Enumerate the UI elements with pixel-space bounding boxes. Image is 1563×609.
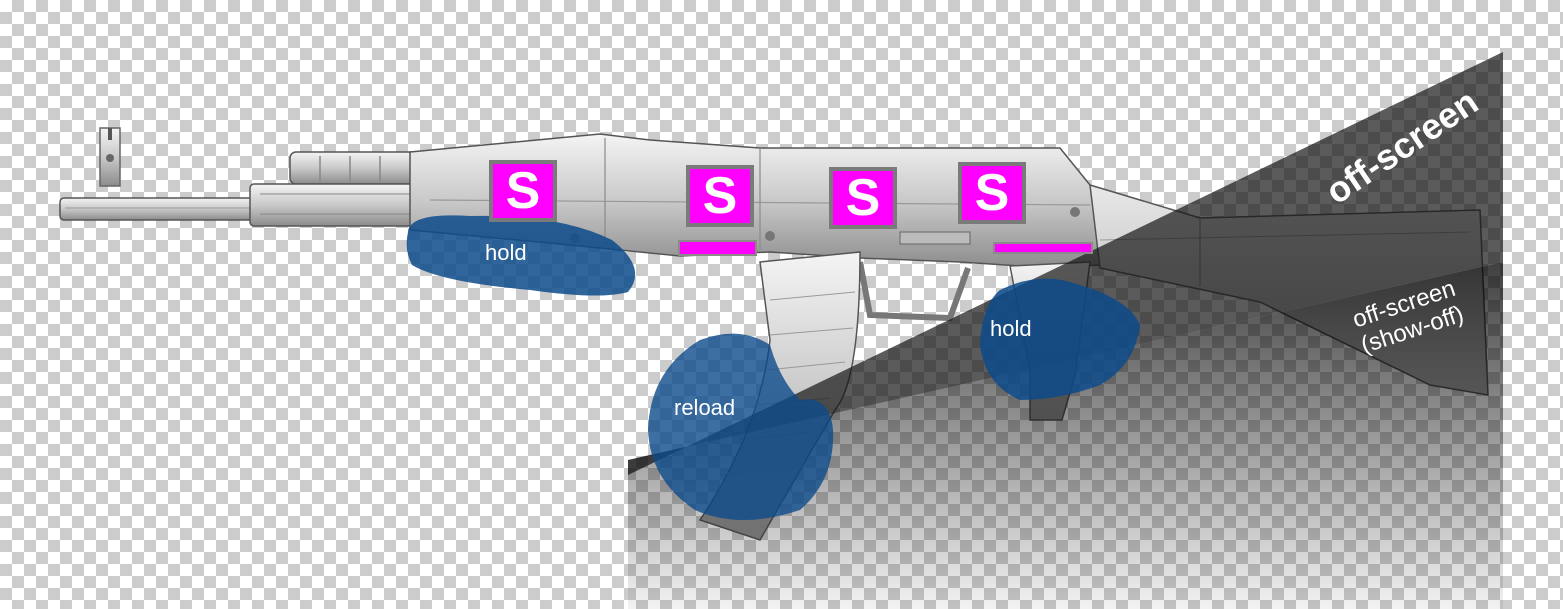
magazine-reload-zone[interactable] (648, 333, 834, 520)
front-sight (99, 127, 121, 187)
trigger-guard (857, 261, 971, 322)
showoff-region (628, 262, 1503, 609)
magazine-reload-label: reload (674, 395, 736, 420)
slot-marker-3[interactable]: S (829, 167, 897, 229)
handguard-hold-label: hold (485, 240, 527, 265)
slot-marker-1[interactable]: S (489, 160, 557, 222)
lower-handguard (249, 183, 421, 227)
sight-bar-left (678, 240, 757, 256)
offscreen-region (628, 52, 1503, 475)
slot-marker-4[interactable]: S (958, 162, 1026, 224)
sight-bar-right (993, 242, 1093, 254)
interaction-zones (406, 215, 1140, 520)
slot-marker-2[interactable]: S (686, 165, 754, 227)
grip-hold-label: hold (990, 316, 1032, 341)
gas-tube (289, 151, 431, 185)
handguard-hold-zone[interactable] (406, 215, 636, 296)
grip-hold-zone[interactable] (980, 278, 1140, 400)
